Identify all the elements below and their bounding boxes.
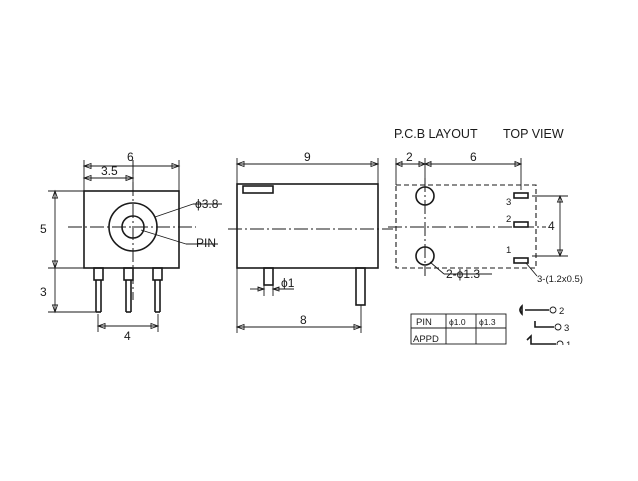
side-view: ϕ1 9 8 xyxy=(228,150,393,333)
pcb-hole-bottom xyxy=(415,246,435,266)
schematic-terminal-3: 3 xyxy=(564,323,569,334)
pin-table-header-d10: ϕ1.0 xyxy=(449,317,466,327)
front-pin-right xyxy=(152,267,163,281)
pcb-pin-number-1: 1 xyxy=(506,245,511,256)
top-view-title: TOP VIEW xyxy=(503,127,564,141)
pcb-dim-span: 6 xyxy=(470,150,477,164)
front-hole-diameter: ϕ3.8 xyxy=(195,197,219,211)
side-pin-small xyxy=(263,267,274,286)
pcb-layout-title: P.C.B LAYOUT xyxy=(394,127,478,141)
schematic-terminal-2: 2 xyxy=(559,306,564,317)
side-dim-length: 9 xyxy=(304,150,311,164)
pin-table-row-label: APPD xyxy=(413,334,439,345)
side-pin-long xyxy=(355,267,366,306)
jack-schematic: 2 3 1 xyxy=(519,304,571,351)
side-latch xyxy=(242,185,274,194)
front-dim-pin-length: 3 xyxy=(40,285,47,299)
pcb-pin-number-2: 2 xyxy=(506,214,511,225)
pin-table-header-pin: PIN xyxy=(416,317,432,328)
pcb-dim-left: 2 xyxy=(406,150,413,164)
front-dim-pin-span: 4 xyxy=(124,329,131,343)
pcb-hole-label: 2-ϕ1.3 xyxy=(446,267,480,281)
pin-table-header-d13: ϕ1.3 xyxy=(479,317,496,327)
pin-table: PIN ϕ1.0 ϕ1.3 APPD xyxy=(410,313,507,345)
front-pin-left xyxy=(93,267,104,281)
front-pin-middle xyxy=(123,267,134,281)
pcb-slot-3 xyxy=(513,192,529,199)
side-dim-pin-diameter: ϕ1 xyxy=(281,276,295,290)
pcb-slot-2 xyxy=(513,221,529,228)
pcb-pin-number-3: 3 xyxy=(506,197,511,208)
front-dim-width: 6 xyxy=(127,150,134,164)
front-dim-offset: 3.5 xyxy=(101,164,118,178)
side-dim-base-length: 8 xyxy=(300,313,307,327)
pcb-slot-1 xyxy=(513,257,529,264)
side-body-outline xyxy=(236,183,379,269)
pcb-layout: P.C.B LAYOUT TOP VIEW 3 2 1 2 6 4 2-ϕ1.3 xyxy=(388,127,583,285)
front-pin-label: PIN xyxy=(196,236,216,250)
front-view: 6 3.5 5 3 4 ϕ3.8 PIN xyxy=(40,150,222,343)
pcb-dim-height: 4 xyxy=(548,219,555,233)
front-dim-height: 5 xyxy=(40,222,47,236)
pcb-slot-label: 3-(1.2x0.5) xyxy=(537,274,583,285)
pcb-hole-top xyxy=(415,186,435,206)
